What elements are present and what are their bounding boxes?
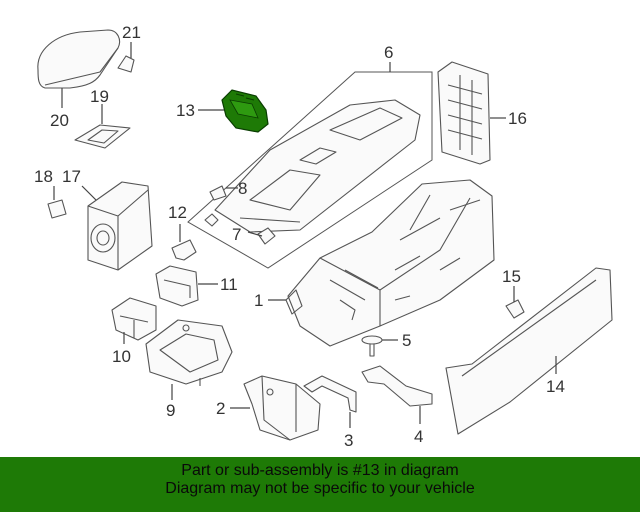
part-5-screw <box>361 335 383 357</box>
callout-17: 17 <box>62 167 81 186</box>
part-17-cupholder <box>87 181 153 271</box>
callout-19: 19 <box>90 87 109 106</box>
callout-6: 6 <box>384 43 393 62</box>
callout-9: 9 <box>166 401 175 420</box>
part-16-panel <box>437 61 491 165</box>
part-19-bezel <box>74 124 131 149</box>
callout-13: 13 <box>176 101 195 120</box>
part-18-clip <box>47 199 67 219</box>
part-12-bracket <box>171 239 197 261</box>
part-10-bin <box>111 297 157 341</box>
callout-8: 8 <box>238 179 247 198</box>
part-20-armrest-lid <box>37 29 121 89</box>
callout-5: 5 <box>402 331 411 350</box>
callout-15: 15 <box>502 267 521 286</box>
part-8-clip <box>209 185 227 201</box>
callout-3: 3 <box>344 431 353 450</box>
callout-11: 11 <box>220 275 238 294</box>
callout-12: 12 <box>168 203 187 222</box>
callout-21: 21 <box>122 23 141 42</box>
part-13-switch-highlighted <box>221 89 269 133</box>
part-6-group-box <box>187 71 433 269</box>
part-4-bracket <box>361 365 433 407</box>
callout-2: 2 <box>216 399 225 418</box>
part-14-side-panel <box>445 267 613 435</box>
parts-diagram: 20 21 19 13 6 8 7 <box>34 23 613 450</box>
part-7-knob <box>204 213 276 245</box>
part-1-console-housing <box>285 179 495 347</box>
info-banner: Part or sub-assembly is #13 in diagram D… <box>0 457 640 512</box>
callout-7: 7 <box>232 225 241 244</box>
callout-1: 1 <box>254 291 263 310</box>
callout-16: 16 <box>508 109 527 128</box>
part-11-tray <box>155 265 199 307</box>
callout-4: 4 <box>414 427 423 446</box>
part-9-base-tray <box>145 319 233 386</box>
banner-line-1: Part or sub-assembly is #13 in diagram <box>181 462 459 479</box>
callout-10: 10 <box>112 347 131 366</box>
callout-14: 14 <box>546 377 565 396</box>
part-3-bracket <box>303 375 357 413</box>
callout-18: 18 <box>34 167 53 186</box>
callout-20: 20 <box>50 111 69 130</box>
banner-line-2: Diagram may not be specific to your vehi… <box>165 480 475 497</box>
part-21-clip <box>117 55 135 73</box>
part-2-bracket <box>243 375 321 441</box>
part-15-clip <box>505 299 525 319</box>
